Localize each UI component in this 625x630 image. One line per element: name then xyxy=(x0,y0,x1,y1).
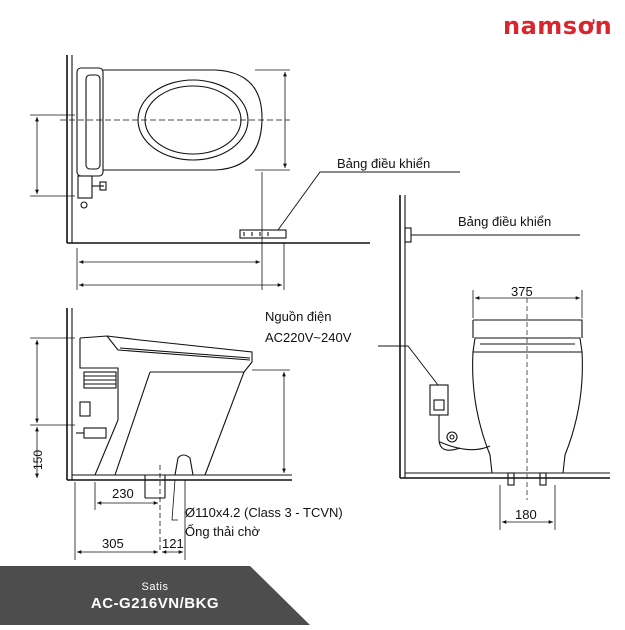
power-voltage-label: AC220V~240V xyxy=(265,330,352,345)
control-panel-shape-top xyxy=(239,229,287,239)
control-panel-label-top: Bảng điều khiển xyxy=(337,156,430,171)
front-view xyxy=(378,195,610,530)
dim-121: 121 xyxy=(162,536,184,551)
top-view xyxy=(30,55,460,290)
pipe-spec-label: Ø110x4.2 (Class 3 - TCVN) xyxy=(185,505,343,520)
dim-180: 180 xyxy=(515,507,537,522)
control-panel-label-side: Bảng điều khiển xyxy=(458,214,551,229)
dim-230: 230 xyxy=(112,486,134,501)
dim-150: 150 xyxy=(31,450,45,470)
side-view xyxy=(30,308,292,560)
power-source-label: Nguồn điện xyxy=(265,309,332,324)
product-series: Satis xyxy=(141,581,169,593)
product-model: AC-G216VN/BKG xyxy=(90,595,220,612)
dim-375: 375 xyxy=(511,284,533,299)
drain-pipe-label: Ống thải chờ xyxy=(185,524,260,539)
product-banner xyxy=(0,566,310,625)
dim-305: 305 xyxy=(102,536,124,551)
brand-logo: namsơn xyxy=(503,12,613,40)
